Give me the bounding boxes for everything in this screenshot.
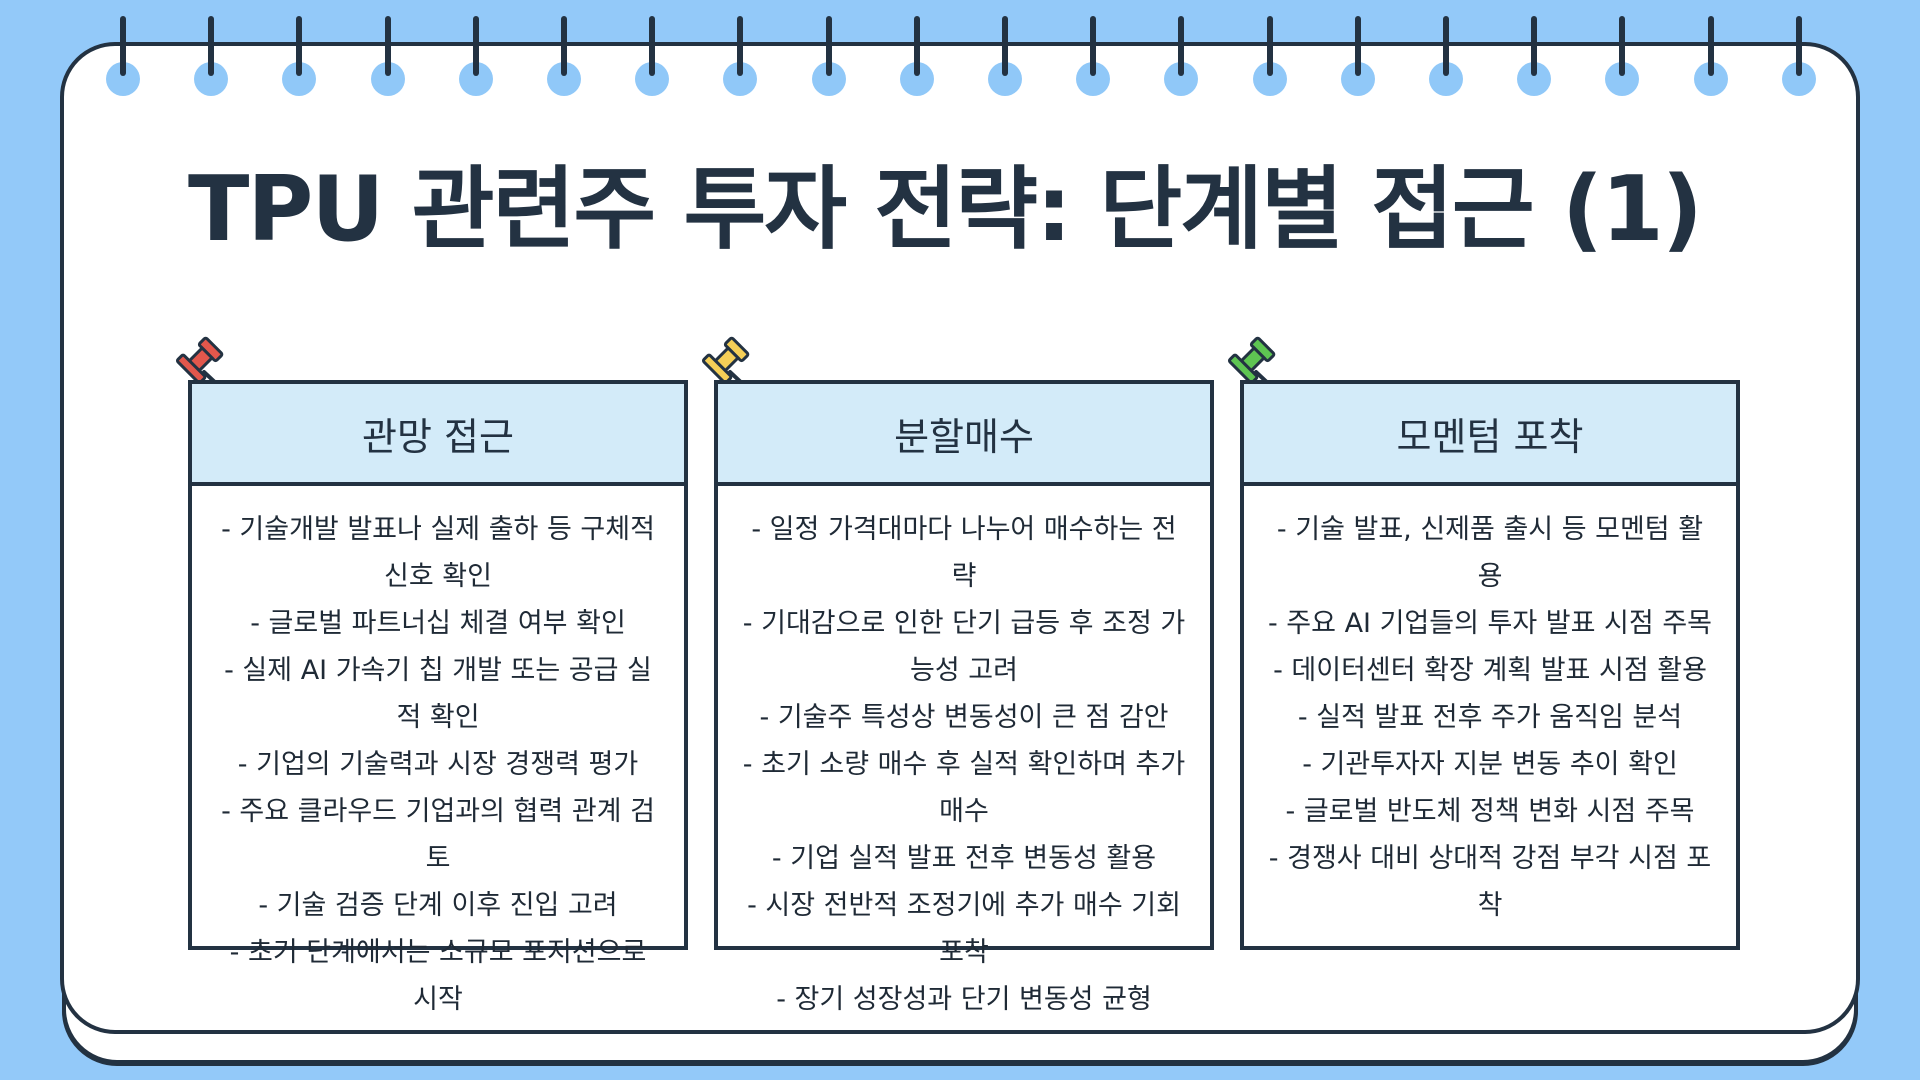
spiral-ring-icon: [1253, 16, 1287, 96]
spiral-ring-icon: [635, 16, 669, 96]
card-body: - 기술개발 발표나 실제 출하 등 구체적 신호 확인 - 글로벌 파트너십 …: [192, 486, 684, 1023]
ring-wire: [1796, 16, 1802, 76]
ring-wire: [737, 16, 743, 76]
ring-wire: [561, 16, 567, 76]
spiral-ring-icon: [1517, 16, 1551, 96]
spiral-ring-icon: [547, 16, 581, 96]
card-title: 분할매수: [718, 384, 1210, 486]
card-body: - 일정 가격대마다 나누어 매수하는 전략 - 기대감으로 인한 단기 급등 …: [718, 486, 1210, 1023]
spiral-ring-icon: [1605, 16, 1639, 96]
card-split-buying: 분할매수 - 일정 가격대마다 나누어 매수하는 전략 - 기대감으로 인한 단…: [714, 380, 1214, 1015]
spiral-ring-icon: [1782, 16, 1816, 96]
ring-wire: [1531, 16, 1537, 76]
ring-wire: [1619, 16, 1625, 76]
list-item: - 일정 가격대마다 나누어 매수하는 전략: [751, 514, 1177, 592]
spiral-ring-icon: [194, 16, 228, 96]
spiral-ring-icon: [1341, 16, 1375, 96]
card-title: 모멘텀 포착: [1244, 384, 1736, 486]
spiral-ring-icon: [900, 16, 934, 96]
ring-wire: [1355, 16, 1361, 76]
list-item: - 기업의 기술력과 시장 경쟁력 평가: [237, 749, 639, 780]
notebook-sheet: [60, 42, 1860, 1034]
ring-wire: [826, 16, 832, 76]
list-item: - 초기 소량 매수 후 실적 확인하며 추가 매수: [742, 749, 1186, 827]
list-item: - 주요 클라우드 기업과의 협력 관계 검토: [221, 796, 655, 874]
ring-wire: [473, 16, 479, 76]
spiral-ring-icon: [1694, 16, 1728, 96]
spiral-ring-icon: [106, 16, 140, 96]
list-item: - 실제 AI 가속기 칩 개발 또는 공급 실적 확인: [224, 655, 652, 733]
list-item: - 기술 검증 단계 이후 진입 고려: [258, 890, 618, 921]
spiral-ring-icon: [459, 16, 493, 96]
spiral-binding: [0, 0, 1920, 100]
card-wait-approach: 관망 접근 - 기술개발 발표나 실제 출하 등 구체적 신호 확인 - 글로벌…: [188, 380, 688, 1015]
list-item: - 기관투자자 지분 변동 추이 확인: [1302, 749, 1678, 780]
spiral-ring-icon: [1164, 16, 1198, 96]
list-item: - 시장 전반적 조정기에 추가 매수 기회 포착: [747, 890, 1181, 968]
ring-wire: [1178, 16, 1184, 76]
spiral-ring-icon: [1429, 16, 1463, 96]
list-item: - 장기 성장성과 단기 변동성 균형: [776, 984, 1152, 1015]
list-item: - 글로벌 반도체 정책 변화 시점 주목: [1285, 796, 1695, 827]
list-item: - 초기 단계에서는 소규모 포지션으로 시작: [229, 937, 647, 1015]
list-item: - 실적 발표 전후 주가 움직임 분석: [1297, 702, 1683, 733]
list-item: - 경쟁사 대비 상대적 강점 부각 시점 포착: [1268, 843, 1712, 921]
ring-wire: [649, 16, 655, 76]
list-item: - 주요 AI 기업들의 투자 발표 시점 주목: [1267, 608, 1712, 639]
spiral-ring-icon: [988, 16, 1022, 96]
ring-wire: [1443, 16, 1449, 76]
spiral-ring-icon: [282, 16, 316, 96]
list-item: - 기대감으로 인한 단기 급등 후 조정 가능성 고려: [742, 608, 1186, 686]
ring-wire: [1708, 16, 1714, 76]
ring-wire: [296, 16, 302, 76]
ring-wire: [208, 16, 214, 76]
list-item: - 데이터센터 확장 계획 발표 시점 활용: [1273, 655, 1707, 686]
spiral-ring-icon: [371, 16, 405, 96]
list-item: - 기술개발 발표나 실제 출하 등 구체적 신호 확인: [221, 514, 655, 592]
ring-wire: [1267, 16, 1273, 76]
list-item: - 기술주 특성상 변동성이 큰 점 감안: [759, 702, 1169, 733]
ring-wire: [385, 16, 391, 76]
page-title: TPU 관련주 투자 전략: 단계별 접근 (1): [188, 157, 1703, 262]
card-title: 관망 접근: [192, 384, 684, 486]
spiral-ring-icon: [1076, 16, 1110, 96]
ring-wire: [1002, 16, 1008, 76]
ring-wire: [120, 16, 126, 76]
ring-wire: [914, 16, 920, 76]
ring-wire: [1090, 16, 1096, 76]
spiral-ring-icon: [723, 16, 757, 96]
card-momentum-capture: 모멘텀 포착 - 기술 발표, 신제품 출시 등 모멘텀 활용 - 주요 AI …: [1240, 380, 1740, 950]
list-item: - 기업 실적 발표 전후 변동성 활용: [771, 843, 1157, 874]
spiral-ring-icon: [812, 16, 846, 96]
card-body: - 기술 발표, 신제품 출시 등 모멘텀 활용 - 주요 AI 기업들의 투자…: [1244, 486, 1736, 929]
list-item: - 글로벌 파트너십 체결 여부 확인: [250, 608, 626, 639]
list-item: - 기술 발표, 신제품 출시 등 모멘텀 활용: [1276, 514, 1704, 592]
